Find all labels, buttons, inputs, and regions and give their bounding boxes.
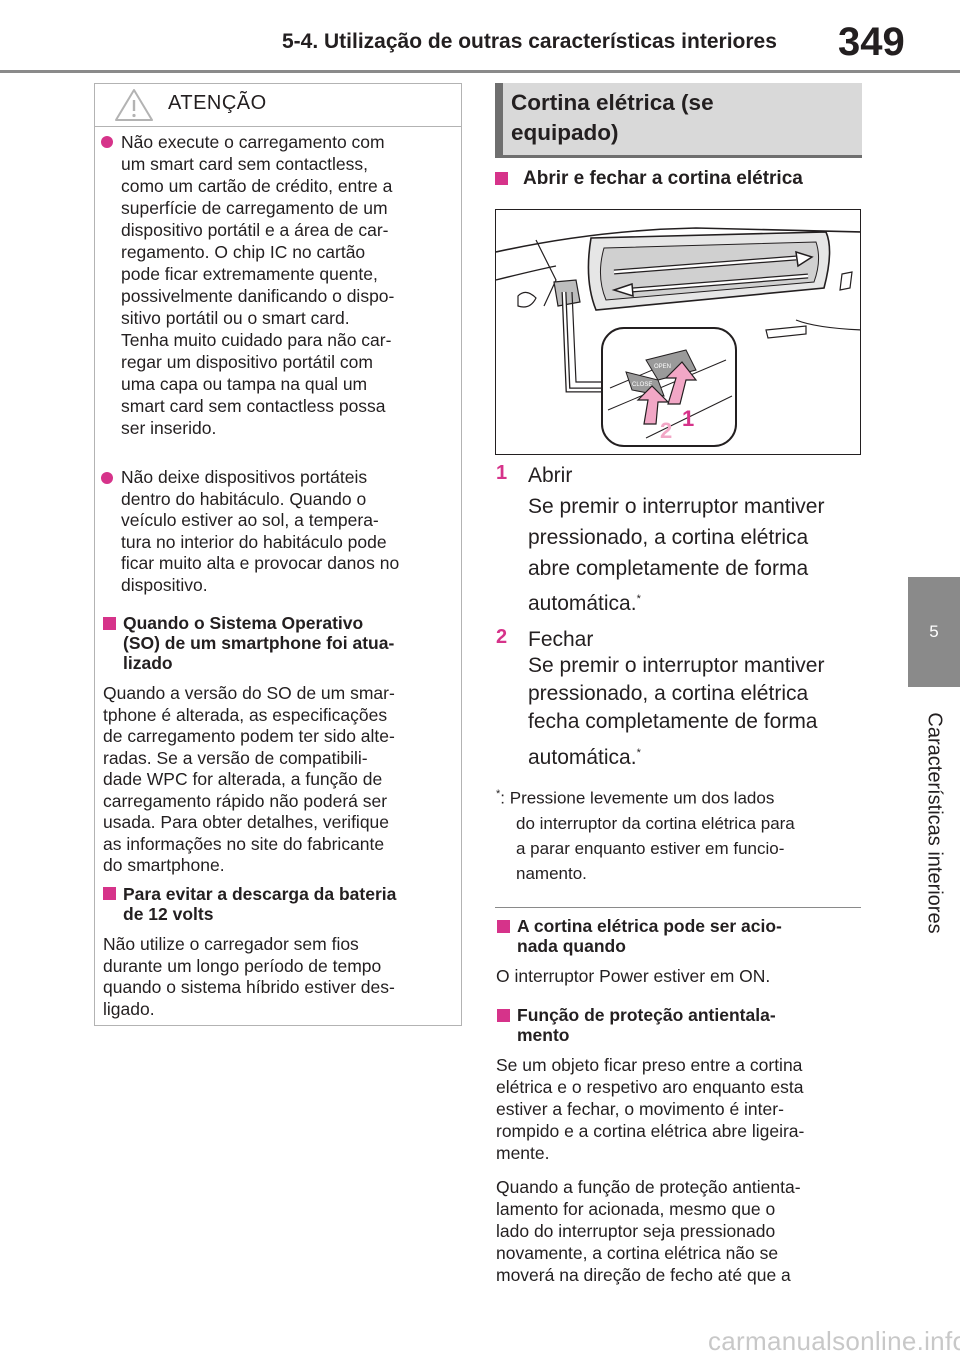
para-operable-when: O interruptor Power estiver em ON. (496, 966, 771, 986)
subhead-marker (497, 920, 510, 933)
step-2-number: 2 (496, 626, 508, 648)
running-header-title: 5-4. Utilização de outras característica… (282, 30, 777, 53)
subhead-open-close: Abrir e fechar a cortina elétrica (523, 168, 803, 189)
subhead-operable-when: A cortina elétrica pode ser acio-nada qu… (517, 916, 782, 956)
section-heading-rule (495, 155, 862, 158)
callout-2: 2 (660, 418, 672, 443)
warning-para-os: Quando a versão do SO de um smar-tphone … (103, 683, 395, 875)
step-1-title: Abrir (528, 464, 573, 487)
chapter-label: Características interiores (908, 700, 960, 945)
header-rule (0, 70, 960, 73)
watermark: carmanualsonline.info (708, 1326, 960, 1356)
step-1-number: 1 (496, 462, 508, 484)
subhead-anti-pinch: Função de proteção antientala-mento (517, 1005, 776, 1045)
section-heading-box (495, 83, 862, 157)
warning-subhead-os: Quando o Sistema Operativo(SO) de um sma… (123, 613, 395, 673)
warning-box (94, 83, 462, 1026)
sunshade-illustration: OPEN CLOSE 1 2 (496, 227, 860, 447)
bullet-dot (101, 472, 113, 484)
page-number: 349 (838, 20, 905, 64)
subhead-marker (103, 887, 116, 900)
chapter-tab: 5 (908, 577, 960, 687)
subhead-marker (103, 617, 116, 630)
callout-1: 1 (682, 406, 694, 431)
bullet-dot (101, 136, 113, 148)
subhead-marker (495, 172, 508, 185)
footnote: *: Pressione levemente um dos lados do i… (496, 788, 795, 883)
warning-title: ATENÇÃO (168, 92, 267, 114)
close-switch-label: CLOSE (632, 382, 652, 388)
sunshade-figure: OPEN CLOSE 1 2 (495, 209, 861, 455)
subhead-marker (497, 1009, 510, 1022)
para-anti-pinch-2: Quando a função de proteção antienta-lam… (496, 1177, 801, 1285)
open-switch-label: OPEN (654, 364, 671, 370)
step-2-title: Fechar (528, 628, 594, 651)
warning-triangle-icon (115, 89, 153, 121)
section-divider (495, 907, 861, 908)
chapter-label-text: Características interiores (923, 711, 946, 934)
section-heading-bar (495, 83, 503, 157)
warning-header (94, 83, 462, 127)
para-anti-pinch: Se um objeto ficar preso entre a cortina… (496, 1055, 805, 1163)
